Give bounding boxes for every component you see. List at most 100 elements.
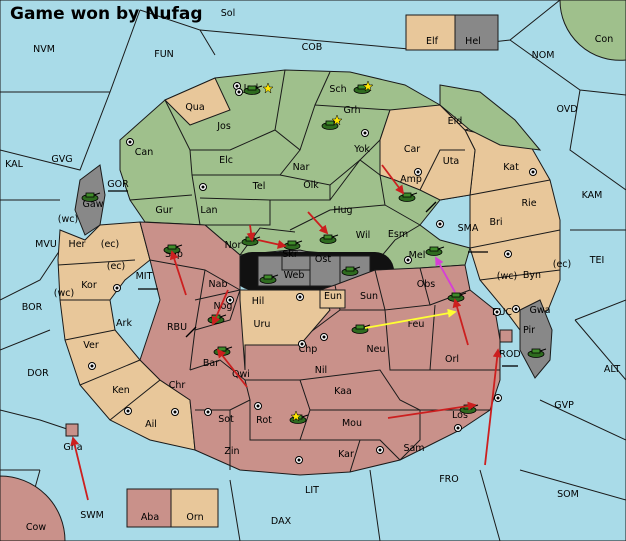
army-unit-icon[interactable] xyxy=(351,324,371,334)
passage-arrow-icon xyxy=(185,326,197,338)
region-label-kal: KAL xyxy=(5,159,24,170)
region-label-feu: Feu xyxy=(408,319,425,330)
region-label-gna: Gna xyxy=(63,442,82,453)
region-label-nar: Nar xyxy=(293,162,310,173)
region-label-sma: SMA xyxy=(458,223,479,234)
region-label-gaw: Gaw xyxy=(83,199,104,210)
region-label-car: Car xyxy=(404,144,420,155)
tan-north xyxy=(164,77,231,126)
army-unit-icon[interactable] xyxy=(319,234,339,244)
army-unit-icon[interactable] xyxy=(341,266,361,276)
region-label-ver: Ver xyxy=(83,340,99,351)
gna-box xyxy=(65,423,79,437)
region-label-sun: Sun xyxy=(360,291,378,302)
region-label-mit: MIT xyxy=(136,271,153,282)
coast-tag: (wc) xyxy=(54,288,74,299)
region-label-mvu: MVU xyxy=(35,239,57,250)
coast-tag: (ec) xyxy=(107,261,125,272)
order-arrow-red xyxy=(169,250,187,296)
region-label-dor: DOR xyxy=(27,368,49,379)
order-arrow-red xyxy=(257,239,287,249)
region-label-neu: Neu xyxy=(367,344,386,355)
passage-arrow-icon xyxy=(425,201,437,213)
supply-center-dot xyxy=(256,404,260,408)
region-label-lit: LIT xyxy=(305,485,319,496)
supply-center-dot xyxy=(322,335,326,339)
region-label-jos: Jos xyxy=(216,121,231,132)
region-label-cow: Cow xyxy=(26,522,46,533)
supply-star-icon xyxy=(290,410,302,422)
region-label-ost: Ost xyxy=(315,254,331,265)
elf-box xyxy=(405,14,456,51)
orn-box xyxy=(170,488,219,528)
region-label-ark: Ark xyxy=(116,318,132,329)
region-label-swm: SWM xyxy=(80,510,104,521)
order-arrow-red xyxy=(387,401,477,419)
supply-centers xyxy=(88,82,537,464)
supply-center-dot xyxy=(90,364,94,368)
region-label-buc: BUC xyxy=(492,307,512,318)
region-label-pir: Pir xyxy=(523,325,535,336)
army-unit-icon[interactable] xyxy=(425,246,445,256)
region-label-kaa: Kaa xyxy=(334,386,352,397)
army-unit-icon[interactable] xyxy=(398,192,418,202)
region-label-hug: Hug xyxy=(333,205,352,216)
region-label-qua: Qua xyxy=(185,102,204,113)
con-region xyxy=(559,0,626,61)
army-unit-icon[interactable] xyxy=(259,274,279,284)
supply-center-dot xyxy=(173,410,177,414)
cow-region xyxy=(0,475,66,541)
region-label-zin: Zin xyxy=(224,446,239,457)
region-label-chp: Chp xyxy=(299,344,318,355)
supply-center-dot xyxy=(126,409,130,413)
region-label-yok: Yok xyxy=(353,144,370,155)
supply-center-dot xyxy=(531,170,535,174)
supply-center-dot xyxy=(235,84,239,88)
supply-center-dot xyxy=(115,286,119,290)
region-label-can: Can xyxy=(135,147,153,158)
supply-center-dot xyxy=(438,222,442,226)
supply-center-dot xyxy=(378,448,382,452)
game-result-title: Game won by Nufag xyxy=(10,4,203,24)
supply-center-dot xyxy=(297,458,301,462)
region-label-byn: Byn xyxy=(523,270,541,281)
order-arrow-red xyxy=(211,289,229,326)
supply-center-dot xyxy=(514,307,518,311)
region-label-nil: Nil xyxy=(315,365,327,376)
region-label-bar: Bar xyxy=(203,358,219,369)
region-label-orn: Orn xyxy=(186,512,203,523)
supply-center-dot xyxy=(495,310,499,314)
region-label-aba: Aba xyxy=(141,512,159,523)
region-label-rbu: RBU xyxy=(167,322,187,333)
army-unit-icon[interactable] xyxy=(283,240,303,250)
order-arrow-red xyxy=(70,436,89,501)
army-unit-icon[interactable] xyxy=(81,192,101,202)
region-label-hel: Hel xyxy=(465,36,481,47)
region-label-con: Con xyxy=(595,34,613,45)
order-arrow-red xyxy=(381,164,405,195)
supply-center-dot xyxy=(456,426,460,430)
region-label-cob: COB xyxy=(302,42,323,53)
army-unit-icon[interactable] xyxy=(243,85,263,95)
region-label-nom: NOM xyxy=(532,50,555,61)
region-label-orl: Orl xyxy=(445,354,459,365)
coast-tag: (wc) xyxy=(497,271,517,282)
region-label-som: SOM xyxy=(557,489,579,500)
region-label-obs: Obs xyxy=(417,279,436,290)
supply-center-dot xyxy=(496,396,500,400)
region-label-gwa: Gwa xyxy=(530,305,551,316)
order-arrow-red xyxy=(307,211,329,235)
tan-center xyxy=(239,289,346,371)
region-label-gur: Gur xyxy=(155,205,172,216)
region-label-hil: Hil xyxy=(252,296,264,307)
region-label-elf: Elf xyxy=(426,36,439,47)
region-label-ail: Ail xyxy=(145,419,157,430)
top-right-boxes xyxy=(405,14,456,51)
region-label-lan: Lan xyxy=(200,205,217,216)
army-unit-icon[interactable] xyxy=(527,348,547,358)
supply-center-dot xyxy=(201,185,205,189)
region-label-her: Her xyxy=(69,239,86,250)
supply-center-dot xyxy=(300,342,304,346)
region-label-kar: Kar xyxy=(338,449,354,460)
